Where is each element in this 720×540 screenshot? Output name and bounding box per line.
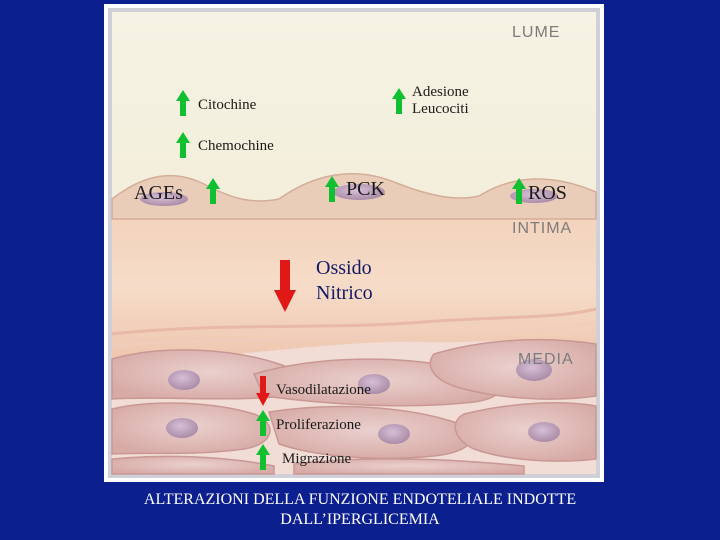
arrow-up-icon (392, 88, 406, 114)
chemochine-label: Chemochine (198, 138, 274, 154)
arrow-up-icon (256, 444, 270, 470)
proliferazione-label: Proliferazione (276, 417, 361, 433)
adesione-line-2: Leucociti (412, 101, 469, 118)
arrow-up-icon (176, 132, 190, 158)
arrow-up-icon (512, 178, 526, 204)
smooth-muscle-cells (111, 338, 597, 475)
media-label: MEDIA (518, 351, 574, 368)
lume-label: LUME (512, 24, 561, 41)
arrow-up-icon (176, 90, 190, 116)
caption-line-1: ALTERAZIONI DELLA FUNZIONE ENDOTELIALE I… (143, 491, 577, 508)
arrow-up-icon (206, 178, 220, 204)
slide-caption: ALTERAZIONI DELLA FUNZIONE ENDOTELIALE I… (0, 490, 720, 530)
adesione-leucociti-label: Adesione Leucociti (412, 84, 469, 119)
ossido-line-2: Nitrico (316, 282, 373, 304)
citochine-label: Citochine (198, 97, 257, 113)
ages-label: AGEs (134, 182, 183, 204)
arrow-down-icon (256, 376, 270, 406)
diagram-panel: LUME INTIMA MEDIA Citochine Adesione Leu… (104, 4, 604, 482)
migrazione-label: Migrazione (282, 451, 352, 467)
arrow-up-icon (325, 176, 339, 202)
intima-label: INTIMA (512, 220, 573, 237)
ros-label: ROS (528, 182, 567, 204)
caption-line-2: DALL’IPERGLICEMIA (280, 511, 440, 528)
ossido-nitrico-label: Ossido Nitrico (316, 256, 373, 306)
vasodilatazione-label: Vasodilatazione (276, 382, 371, 398)
arrow-down-icon (274, 260, 296, 312)
vessel-illustration (108, 8, 600, 478)
pck-label: PCK (346, 178, 385, 200)
adesione-line-1: Adesione (412, 84, 469, 100)
arrow-up-icon (256, 410, 270, 436)
ossido-line-1: Ossido (316, 257, 372, 279)
intima-region (112, 209, 596, 364)
